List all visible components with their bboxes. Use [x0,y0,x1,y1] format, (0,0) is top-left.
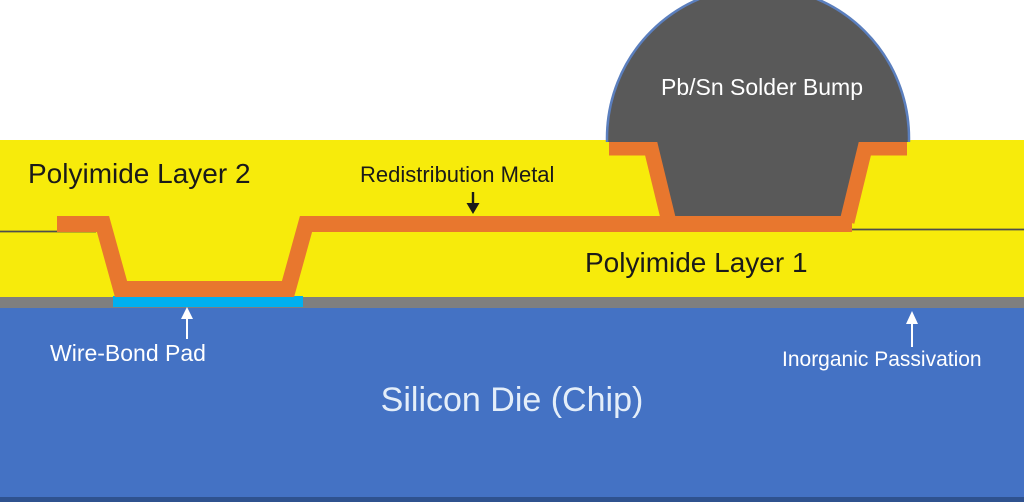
down-arrow-icon [466,192,480,214]
solder-bump-dome [605,0,911,142]
silicon-die-bottom-edge [0,497,1024,502]
down-arrow-head [466,203,480,214]
label-redistribution-metal: Redistribution Metal [360,162,554,187]
inorganic-passivation-layer [0,297,1024,308]
redistribution-metal-trace [57,216,852,297]
label-polyimide-layer-1: Polyimide Layer 1 [585,247,808,278]
up-arrow-head [181,307,193,319]
solder-cup-right-wall [839,140,907,224]
label-inorganic-passivation: Inorganic Passivation [782,348,982,371]
up-arrow-icon-passivation [906,311,918,347]
up-arrow-head [906,311,918,324]
label-silicon-die: Silicon Die (Chip) [381,381,644,419]
silicon-die-region [0,308,1024,502]
solder-cup-fill [650,141,868,218]
label-solder-bump: Pb/Sn Solder Bump [661,74,863,100]
solder-cup-left-wall [609,140,677,224]
label-wire-bond-pad: Wire-Bond Pad [50,340,206,366]
label-polyimide-layer-2: Polyimide Layer 2 [28,158,251,189]
wire-bond-pad-region [113,296,303,307]
up-arrow-icon-wire-bond [181,307,193,339]
